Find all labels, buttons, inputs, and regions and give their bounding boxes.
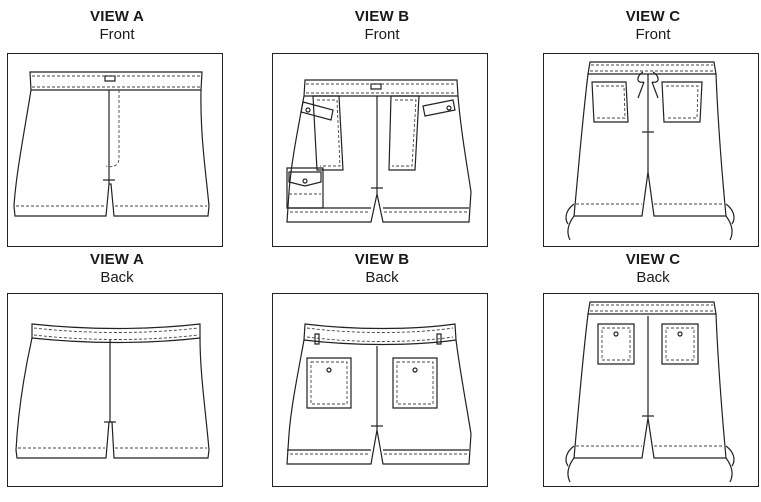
view-a-back-cell: VIEW A Back xyxy=(7,251,227,487)
shorts-b-front-drawing xyxy=(273,54,487,246)
view-side-label: Back xyxy=(636,269,670,286)
view-c-back-cell: VIEW C Back xyxy=(543,251,761,487)
view-a-front-frame xyxy=(7,53,223,247)
view-side-label: Front xyxy=(99,26,135,43)
view-b-back-cell: VIEW B Back xyxy=(272,251,492,487)
view-b-back-frame xyxy=(272,293,488,487)
shorts-a-front-drawing xyxy=(8,54,222,246)
shorts-b-back-drawing xyxy=(273,294,487,486)
view-a-front-cell: VIEW A Front xyxy=(7,8,227,247)
view-side-label: Front xyxy=(635,26,671,43)
view-c-back-frame xyxy=(543,293,759,487)
view-b-front-cell: VIEW B Front xyxy=(272,8,492,247)
shorts-a-back-drawing xyxy=(8,294,222,486)
view-title: VIEW B xyxy=(354,251,410,268)
view-c-front-frame xyxy=(543,53,759,247)
view-title: VIEW A xyxy=(90,251,144,268)
view-side-label: Back xyxy=(365,269,399,286)
view-side-label: Back xyxy=(100,269,134,286)
view-c-front-cell: VIEW C Front xyxy=(543,8,761,247)
pants-c-back-drawing xyxy=(544,294,758,486)
view-title: VIEW C xyxy=(625,251,681,268)
view-title: VIEW A xyxy=(90,8,144,25)
view-a-back-frame xyxy=(7,293,223,487)
view-b-front-frame xyxy=(272,53,488,247)
pants-c-front-drawing xyxy=(544,54,758,246)
view-side-label: Front xyxy=(364,26,400,43)
view-title: VIEW B xyxy=(354,8,410,25)
view-title: VIEW C xyxy=(625,8,681,25)
